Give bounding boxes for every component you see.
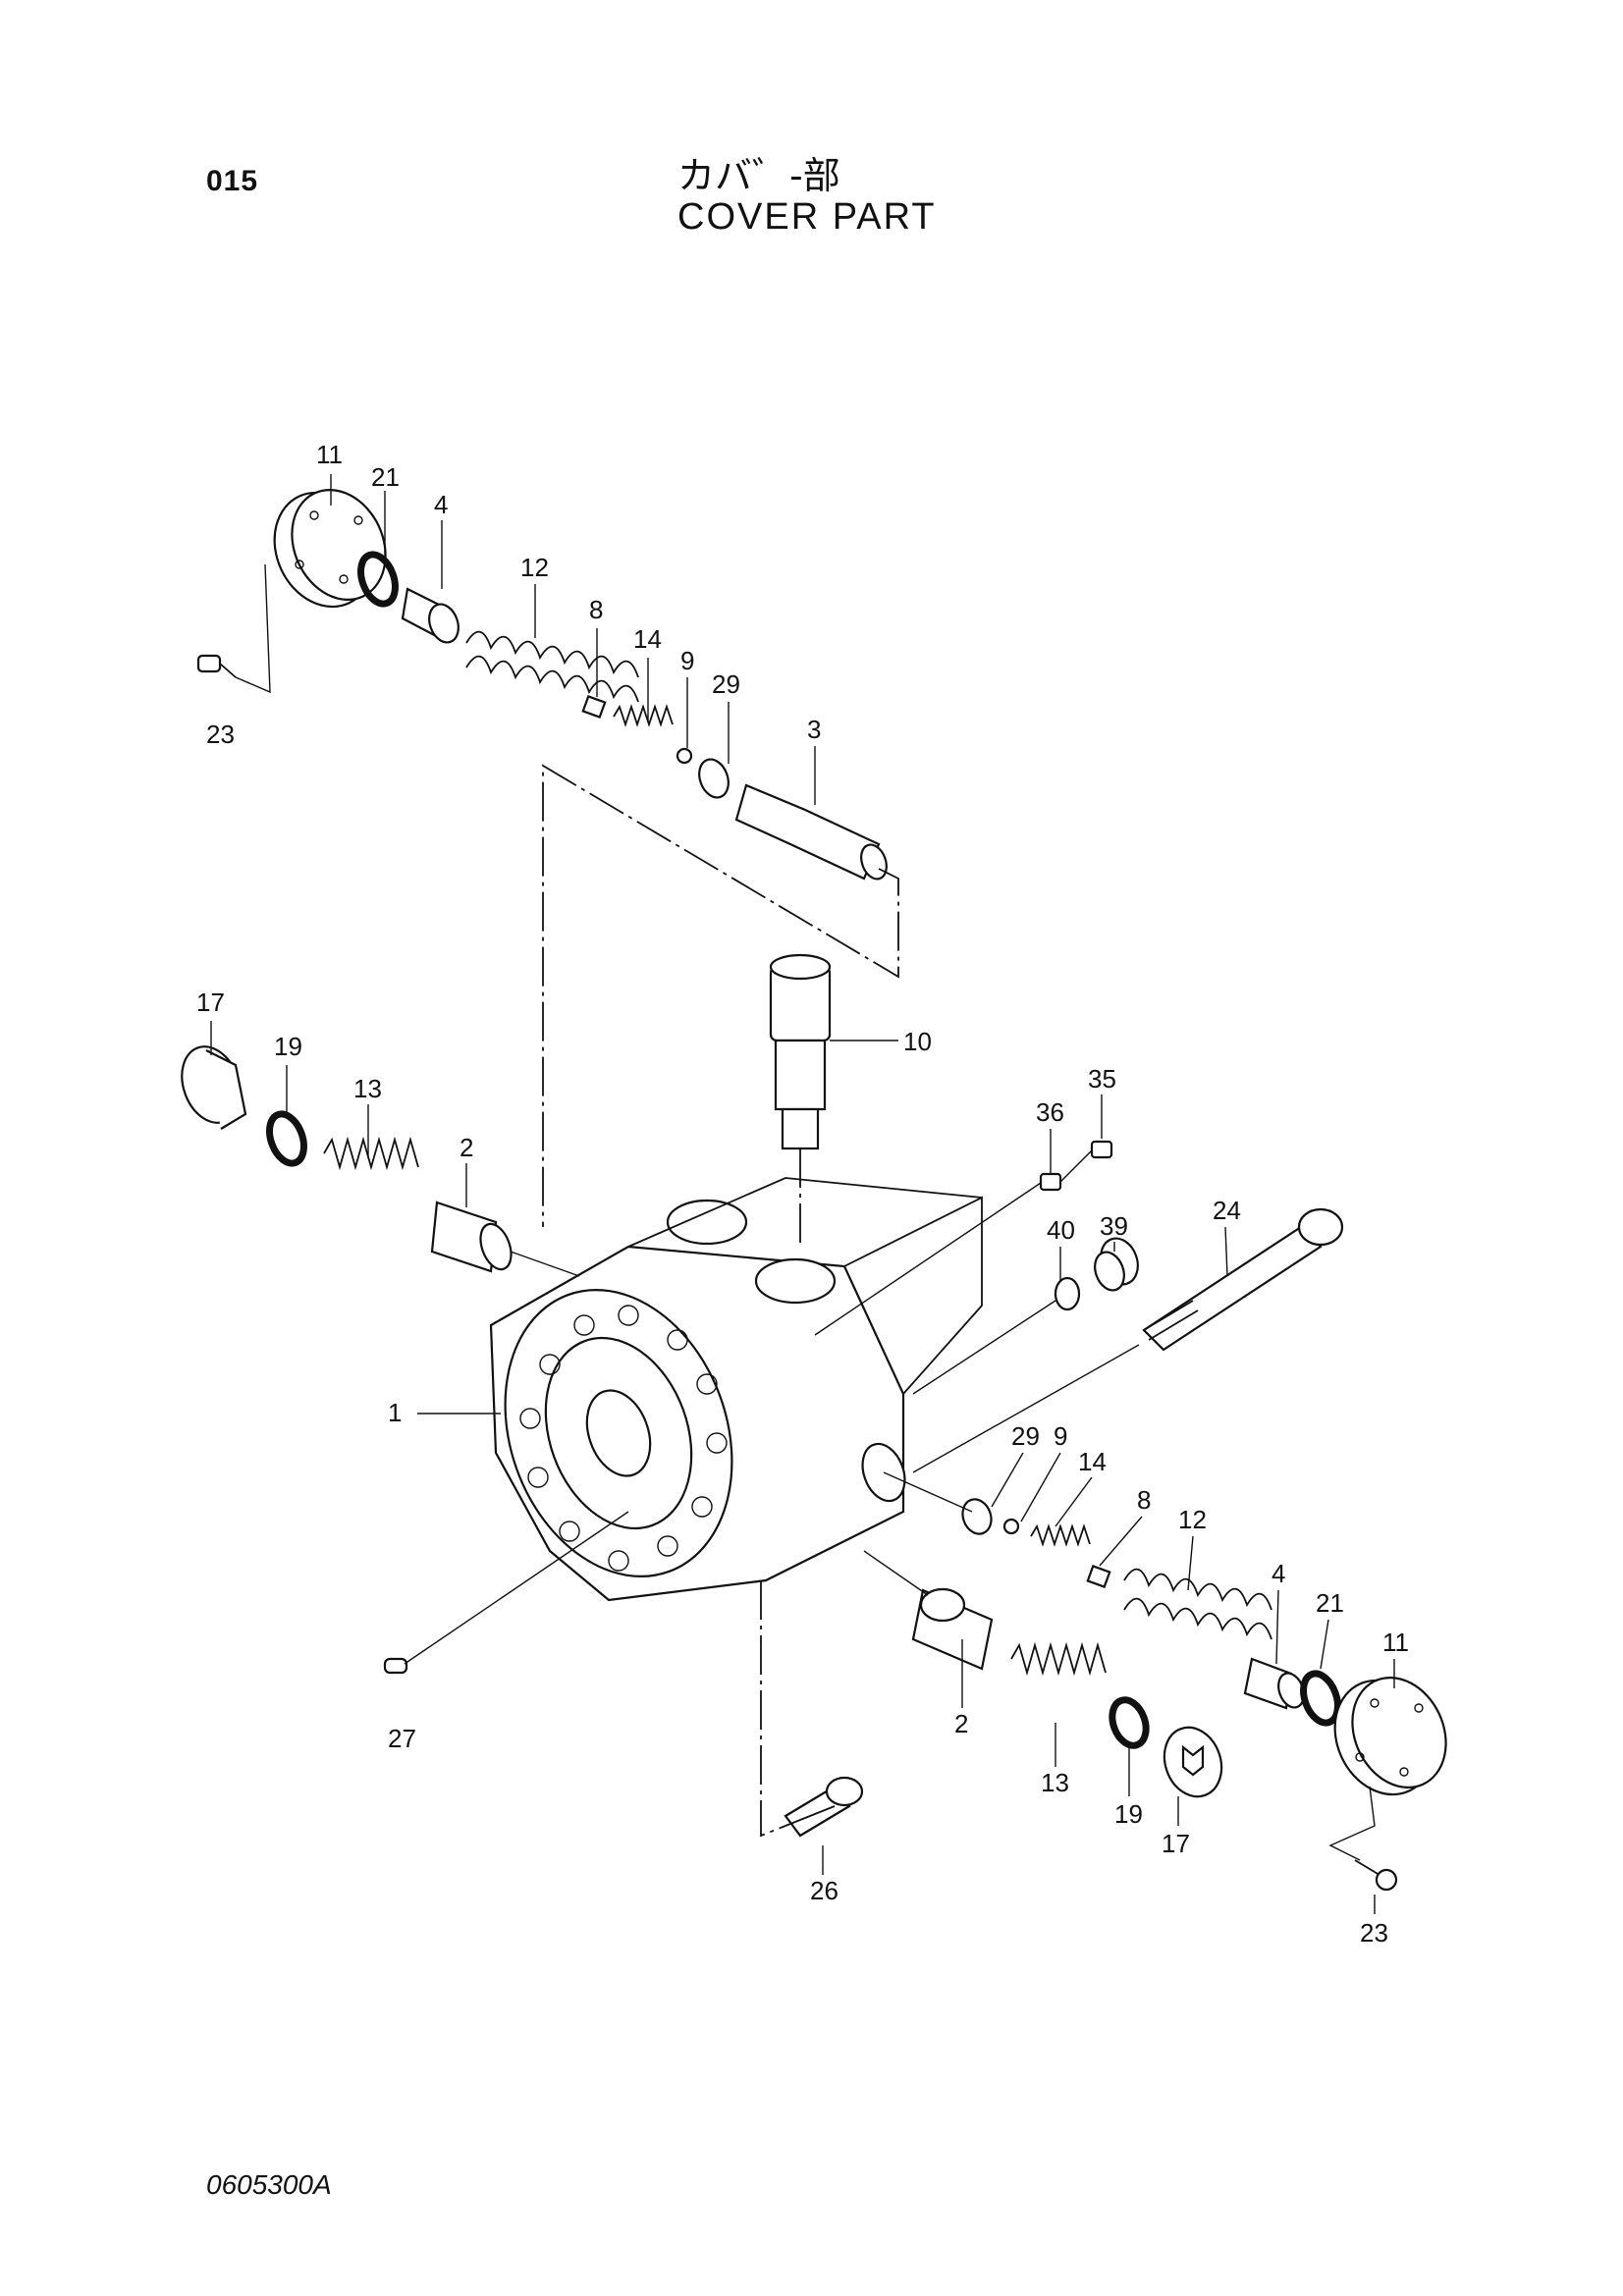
callout-14-upper: 14	[633, 624, 662, 654]
callout-27: 27	[388, 1724, 416, 1753]
part-13-left-spring	[323, 1136, 419, 1171]
callout-13-lower: 13	[1041, 1768, 1069, 1797]
callout-26: 26	[810, 1876, 839, 1905]
lower-right-assembly	[883, 1471, 1447, 1892]
left-assembly	[181, 1045, 580, 1277]
part-9-upper-ball	[676, 747, 693, 765]
callout-12-upper: 12	[520, 553, 549, 582]
part-17-left-plug	[181, 1045, 247, 1130]
part-13-lower-spring	[1010, 1641, 1107, 1677]
callout-13-left: 13	[353, 1074, 382, 1103]
part-8-lower-poppet	[1086, 1564, 1111, 1589]
part-35-plug	[1090, 1140, 1113, 1159]
callout-labels: 11 21 4 12 8 14 9 29 3 23 10 17 19 13 2 …	[196, 440, 1409, 1948]
callout-17-left: 17	[196, 988, 225, 1017]
callout-9-upper: 9	[680, 646, 694, 675]
drawing-code: 0605300A	[206, 2169, 332, 2200]
part-23-upper-bolt	[196, 654, 237, 678]
part-12-upper-spring	[465, 630, 639, 703]
callout-9-lower: 9	[1054, 1421, 1067, 1451]
part-36-plug	[1039, 1172, 1062, 1192]
part-39-plug	[1094, 1237, 1139, 1292]
callout-8-upper: 8	[589, 595, 603, 624]
part-2-left-spool	[430, 1201, 513, 1273]
title-english: COVER PART	[677, 196, 937, 238]
right-small-parts	[814, 1140, 1344, 1473]
callout-8-lower: 8	[1137, 1485, 1151, 1515]
callout-12-lower: 12	[1178, 1505, 1207, 1534]
callout-3: 3	[807, 715, 821, 744]
callout-29-lower: 29	[1011, 1421, 1040, 1451]
leader-lines	[210, 474, 1395, 1914]
callout-21-lower: 21	[1316, 1588, 1344, 1618]
page-number: 015	[206, 165, 259, 197]
part-40-oring	[1054, 1276, 1081, 1311]
callout-23-upper: 23	[206, 720, 235, 749]
part-9-lower-ball	[1002, 1518, 1020, 1535]
callout-40: 40	[1047, 1215, 1075, 1245]
part-14-lower-spring	[1030, 1523, 1091, 1547]
callout-24: 24	[1213, 1196, 1241, 1225]
part-2-lower-spool	[911, 1587, 994, 1671]
part-29-upper-washer	[698, 758, 730, 799]
part-21-upper-oring	[357, 551, 399, 608]
part-23-lower-bolt	[1354, 1859, 1398, 1892]
callout-39: 39	[1100, 1211, 1128, 1241]
callout-35: 35	[1088, 1064, 1116, 1094]
callout-4-upper: 4	[434, 490, 448, 519]
part-29-lower-washer	[961, 1498, 993, 1535]
callout-1: 1	[388, 1398, 402, 1427]
part-3-piston	[734, 783, 888, 881]
callout-10: 10	[903, 1027, 932, 1056]
part-10-relief-valve	[769, 953, 898, 1247]
callout-11-upper: 11	[316, 440, 343, 469]
callout-17-lower: 17	[1162, 1829, 1190, 1858]
part-11-lower-cover	[1333, 1676, 1447, 1796]
lower-center-assembly	[863, 1550, 1223, 1798]
part-26-bolt	[784, 1776, 864, 1838]
callout-2-left: 2	[460, 1133, 473, 1162]
part-4-lower-spring-seat	[1243, 1657, 1305, 1710]
part-17-lower-plug	[1163, 1726, 1223, 1798]
part-12-lower-spring	[1123, 1568, 1272, 1640]
callout-14-lower: 14	[1078, 1447, 1107, 1476]
callout-4-lower: 4	[1271, 1559, 1285, 1588]
part-4-upper-spring-seat	[401, 587, 460, 644]
upper-assembly	[196, 488, 899, 1227]
part-19-lower-oring	[1109, 1696, 1150, 1749]
title-japanese: カバ゛-部	[677, 154, 840, 197]
callout-29-upper: 29	[712, 669, 740, 699]
part-19-left-oring	[266, 1110, 307, 1167]
part-14-upper-spring	[613, 704, 674, 727]
callout-2-lower: 2	[954, 1709, 968, 1738]
callout-23-lower: 23	[1360, 1918, 1388, 1948]
part-24-long-bolt	[1142, 1207, 1344, 1352]
callout-19-lower: 19	[1114, 1799, 1143, 1829]
part-8-upper-poppet	[581, 694, 607, 720]
callout-19-left: 19	[274, 1032, 302, 1061]
callout-21-upper: 21	[371, 462, 400, 492]
part-27-pin	[383, 1511, 629, 1675]
part-21-lower-oring	[1300, 1670, 1341, 1727]
part-1-main-body	[489, 1177, 983, 1602]
callout-11-lower: 11	[1382, 1628, 1409, 1657]
callout-36: 36	[1036, 1097, 1064, 1127]
